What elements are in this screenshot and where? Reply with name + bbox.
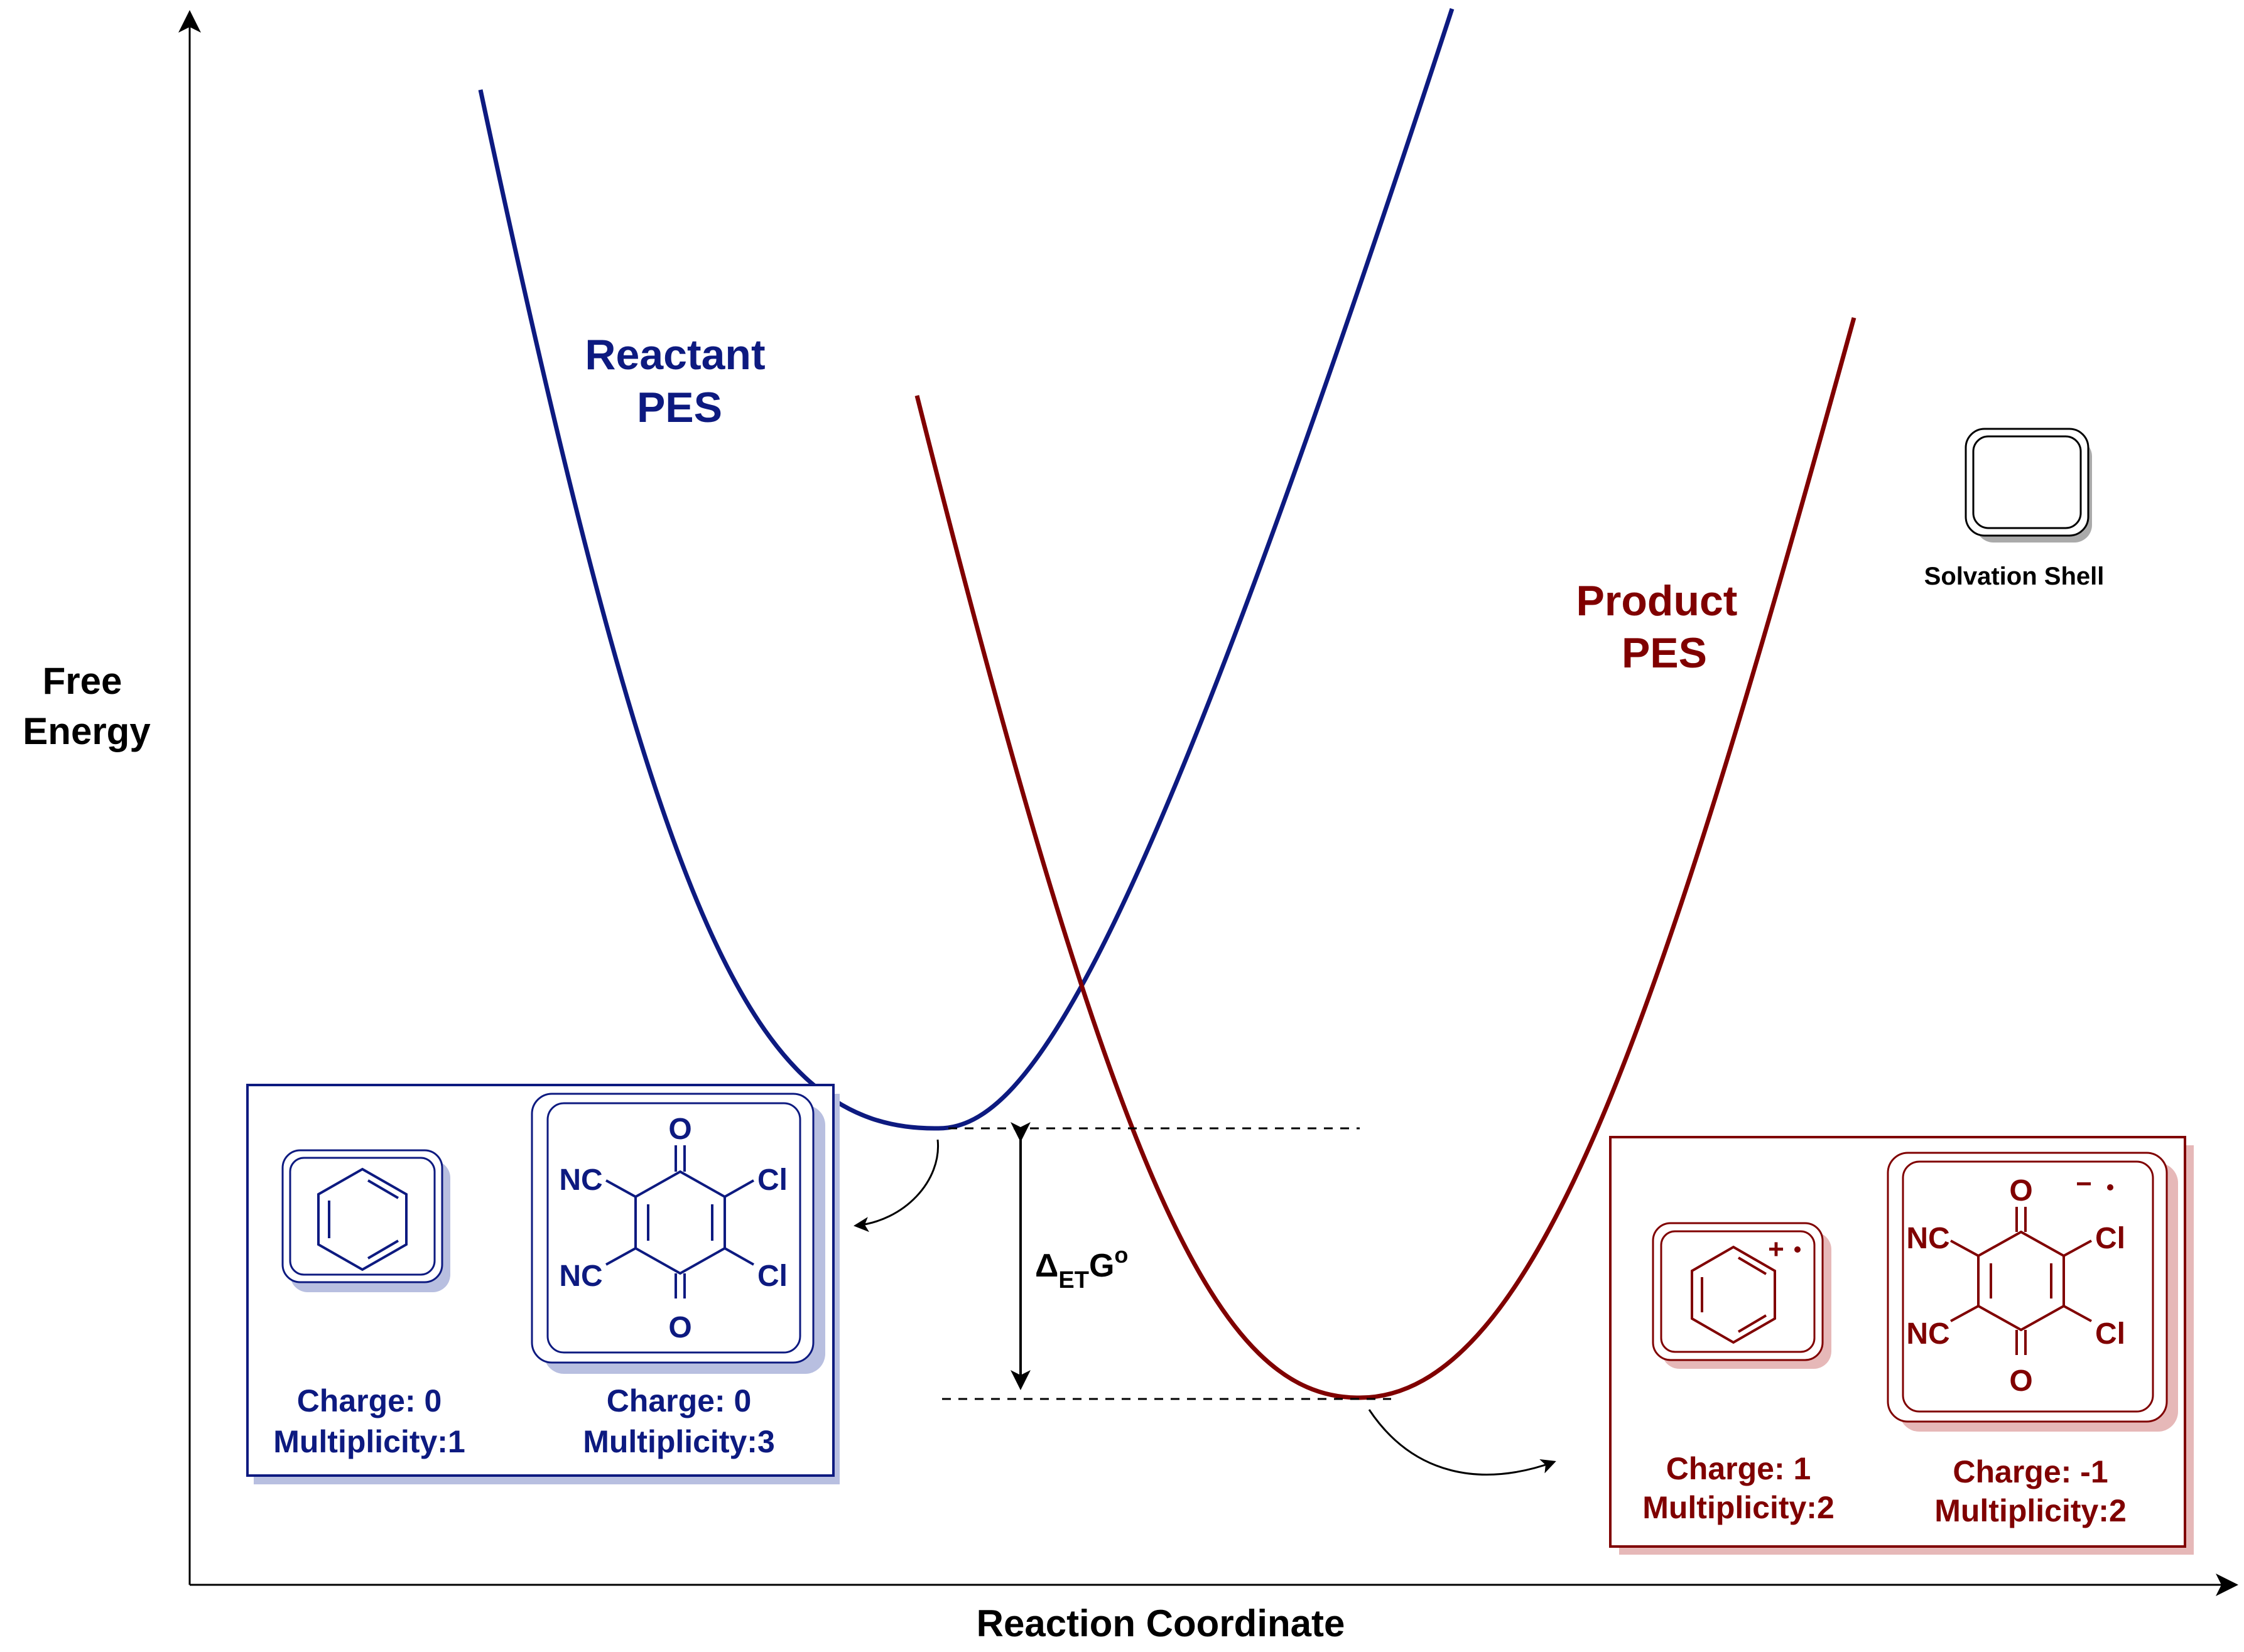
solvation-shell-inner [1972,435,2082,529]
y-axis-label-line2: Energy [23,710,151,752]
reactant-pointer-arrow [854,1139,940,1233]
energy-gap: ΔETGo [942,1122,1391,1400]
product-panel: + O O NC NC Cl Cl − [1609,1136,2194,1555]
atom-label: O [2009,1174,2032,1207]
product-benzene: + [1652,1222,1831,1369]
atom-label: Cl [2095,1317,2125,1351]
product-pes-curve [914,317,1856,1400]
reactant-panel: O O NC NC Cl Cl Charge: 0 Multiplicity:1… [246,1084,840,1484]
atom-label: O [668,1113,691,1146]
product-benzene-charge: Charge: 1 [1666,1451,1811,1486]
reactant-benzene-charge: Charge: 0 [297,1383,442,1418]
reactant-pes-curve [478,8,1455,1131]
solvation-shell-label: Solvation Shell [1924,563,2105,590]
atom-label: NC [559,1260,602,1293]
atom-label: NC [559,1163,602,1197]
reactant-benzene [281,1149,450,1292]
reactant-pes-label-line1: Reactant [585,331,765,379]
atom-label: O [668,1311,691,1344]
atom-label: Cl [757,1260,788,1293]
reactant-pes: Reactant PES [478,8,1455,1131]
energy-gap-label: ΔETGo [1035,1242,1128,1293]
reactant-quinone: O O NC NC Cl Cl [531,1093,825,1374]
product-quinone-charge: Charge: -1 [1953,1454,2108,1489]
x-axis-label: Reaction Coordinate [977,1602,1345,1644]
axes: Free Energy Reaction Coordinate [23,10,2238,1644]
product-quinone-multiplicity: Multiplicity:2 [1934,1493,2127,1528]
reactant-benzene-multiplicity: Multiplicity:1 [273,1424,465,1459]
radical-dot-icon [1794,1246,1801,1253]
atom-label: O [2009,1364,2032,1398]
y-axis-label-line1: Free [43,660,122,702]
radical-dot-icon [2107,1184,2113,1190]
atom-label: Cl [757,1163,788,1197]
reactant-pes-label-line2: PES [637,384,722,431]
product-quinone: O O NC NC Cl Cl − [1887,1152,2178,1432]
benzene-cation-sign: + [1768,1234,1784,1265]
atom-label: Cl [2095,1222,2125,1255]
quinone-anion-sign: − [2076,1169,2092,1199]
product-benzene-multiplicity: Multiplicity:2 [1642,1490,1835,1525]
atom-label: NC [1906,1222,1949,1255]
product-pes-label-line2: PES [1622,629,1707,677]
atom-label: NC [1906,1317,1949,1351]
reactant-quinone-multiplicity: Multiplicity:3 [583,1424,775,1459]
legend-solvation-shell: Solvation Shell [1924,428,2105,590]
product-pointer-arrow [1368,1409,1556,1476]
product-pes: Product PES [914,317,1856,1400]
reactant-quinone-charge: Charge: 0 [607,1383,752,1418]
product-pes-label-line1: Product [1576,577,1738,625]
benzene-ring [1691,1245,1776,1344]
benzene-ring [317,1167,408,1271]
